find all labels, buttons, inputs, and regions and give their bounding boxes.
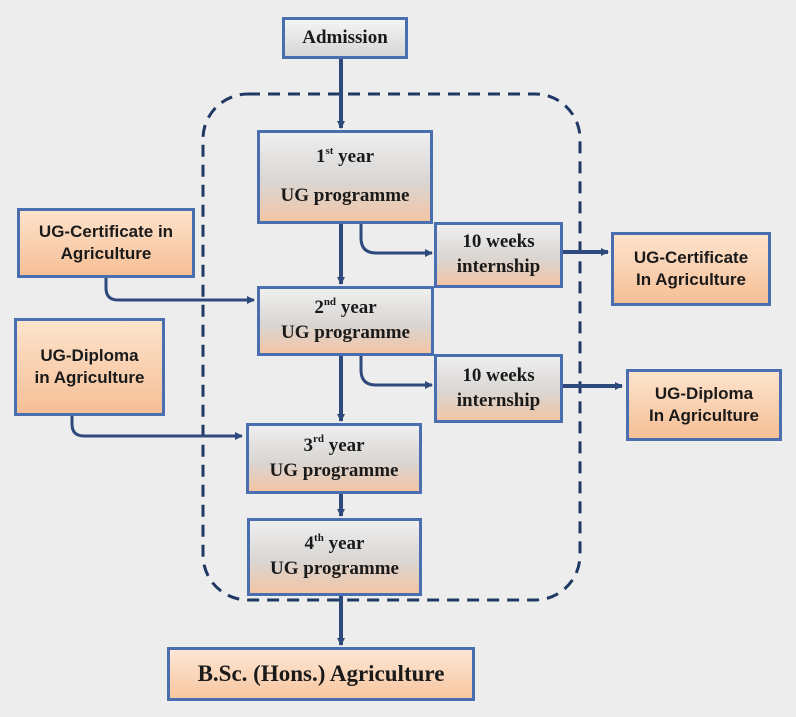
arrow-certificate-entry-to-year2 <box>104 278 255 304</box>
degree-box: B.Sc. (Hons.) Agriculture <box>167 647 475 701</box>
program-boundary <box>201 92 582 602</box>
internship1-line1: 10 weeks <box>462 231 535 253</box>
internship1-line2: internship <box>456 256 541 277</box>
diploma-entry-line1: UG-Diploma <box>40 345 139 365</box>
year3-heading: 3rd year <box>303 433 365 456</box>
certificate-exit-line1: UG-Certificate <box>633 247 749 267</box>
certificate-entry-line2: Agriculture <box>60 244 152 263</box>
arrow-year2-to-internship2 <box>359 356 433 389</box>
admission-box: Admission <box>282 17 408 59</box>
year3-box: 3rd year UG programme <box>246 423 422 494</box>
diploma-entry-line2: in Agriculture <box>34 368 145 387</box>
year4-box: 4th year UG programme <box>247 518 422 596</box>
admission-label: Admission <box>302 26 388 48</box>
internship2-box: 10 weeks internship <box>434 354 563 423</box>
year2-programme: UG programme <box>281 322 410 343</box>
internship2-line2: internship <box>456 389 541 411</box>
diploma-entry-box: UG-Diploma in Agriculture <box>14 318 165 416</box>
internship1-box: 10 weeks internship <box>434 222 563 288</box>
arrow-diploma-entry-to-year3 <box>70 416 243 440</box>
certificate-entry-box: UG-Certificate in Agriculture <box>17 208 195 278</box>
year2-heading: 2nd year <box>314 295 377 319</box>
year3-programme: UG programme <box>269 459 399 481</box>
internship2-line1: 10 weeks <box>462 364 535 386</box>
certificate-exit-line2: In Agriculture <box>636 270 746 289</box>
diploma-exit-line2: In Agriculture <box>649 406 759 425</box>
certificate-entry-line1: UG-Certificate in <box>38 221 174 241</box>
diploma-exit-line1: UG-Diploma <box>654 383 754 403</box>
diploma-exit-box: UG-Diploma In Agriculture <box>626 369 782 441</box>
year2-box: 2nd year UG programme <box>257 286 434 356</box>
year1-programme: UG programme <box>280 185 410 206</box>
year4-heading: 4th year <box>304 531 365 555</box>
arrow-year1-to-internship1 <box>359 224 433 257</box>
degree-label: B.Sc. (Hons.) Agriculture <box>197 661 445 687</box>
year1-heading: 1st year <box>315 144 375 168</box>
year4-programme: UG programme <box>270 558 399 579</box>
certificate-exit-box: UG-Certificate In Agriculture <box>611 232 771 306</box>
year1-box: 1st year UG programme <box>257 130 433 224</box>
